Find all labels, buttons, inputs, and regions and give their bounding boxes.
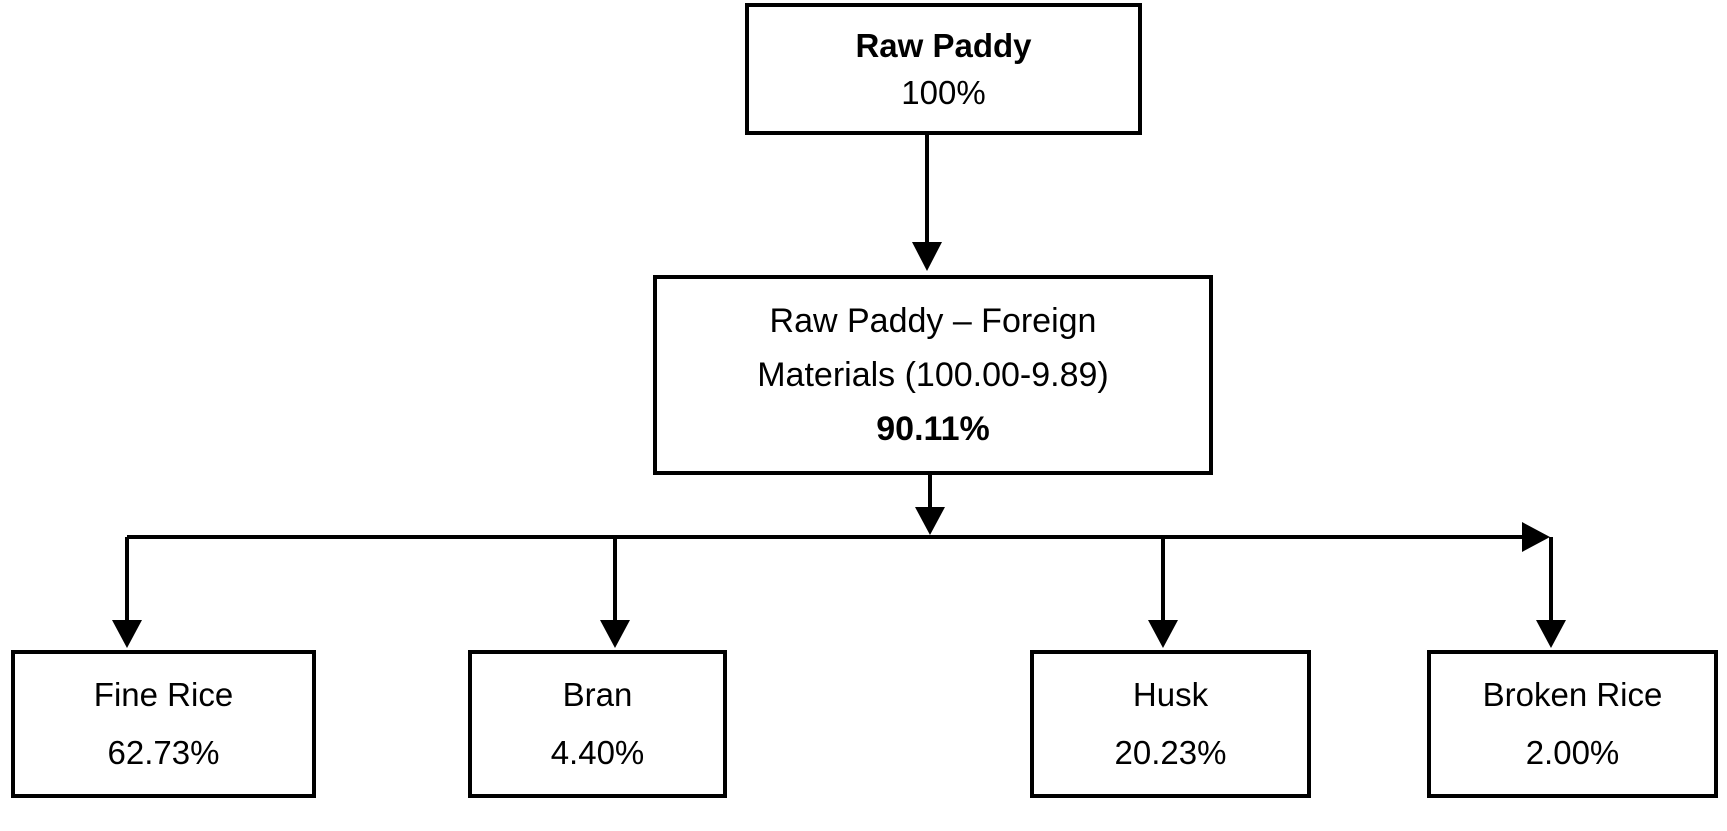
node-fine-rice: Fine Rice 62.73%: [11, 650, 316, 798]
node-value: 100%: [901, 74, 986, 111]
node-label: Bran: [562, 676, 633, 713]
edge-branch-to-broken-rice: [1536, 537, 1566, 648]
branch-bus: [127, 522, 1550, 552]
node-value: 90.11%: [876, 410, 990, 448]
node-label: Fine Rice: [93, 676, 234, 713]
node-value: 62.73%: [107, 734, 220, 771]
edge-raw-paddy-to-net-paddy: [912, 135, 942, 271]
node-label: Raw Paddy: [855, 27, 1032, 64]
node-value: 4.40%: [550, 734, 645, 771]
node-label: Husk: [1132, 676, 1209, 713]
arrowhead-down-icon: [912, 242, 942, 271]
node-husk: Husk 20.23%: [1030, 650, 1311, 798]
node-label-line2: Materials (100.00-9.89): [757, 356, 1109, 394]
edge-branch-to-bran: [600, 537, 630, 648]
node-broken-rice: Broken Rice 2.00%: [1427, 650, 1718, 798]
node-net-paddy: Raw Paddy – Foreign Materials (100.00-9.…: [653, 275, 1213, 475]
arrowhead-down-icon: [1536, 620, 1566, 648]
arrowhead-down-icon: [915, 507, 945, 535]
edge-net-paddy-to-branch-bus: [915, 475, 945, 535]
arrowhead-right-icon: [1522, 522, 1550, 552]
arrowhead-down-icon: [600, 620, 630, 648]
node-label: Broken Rice: [1482, 676, 1663, 713]
node-value: 20.23%: [1114, 734, 1227, 771]
edge-branch-to-fine-rice: [112, 537, 142, 648]
node-value: 2.00%: [1525, 734, 1620, 771]
node-raw-paddy: Raw Paddy 100%: [745, 3, 1142, 135]
node-bran: Bran 4.40%: [468, 650, 727, 798]
edge-branch-to-husk: [1148, 537, 1178, 648]
arrowhead-down-icon: [112, 620, 142, 648]
arrowhead-down-icon: [1148, 620, 1178, 648]
node-label-line1: Raw Paddy – Foreign: [769, 302, 1097, 340]
